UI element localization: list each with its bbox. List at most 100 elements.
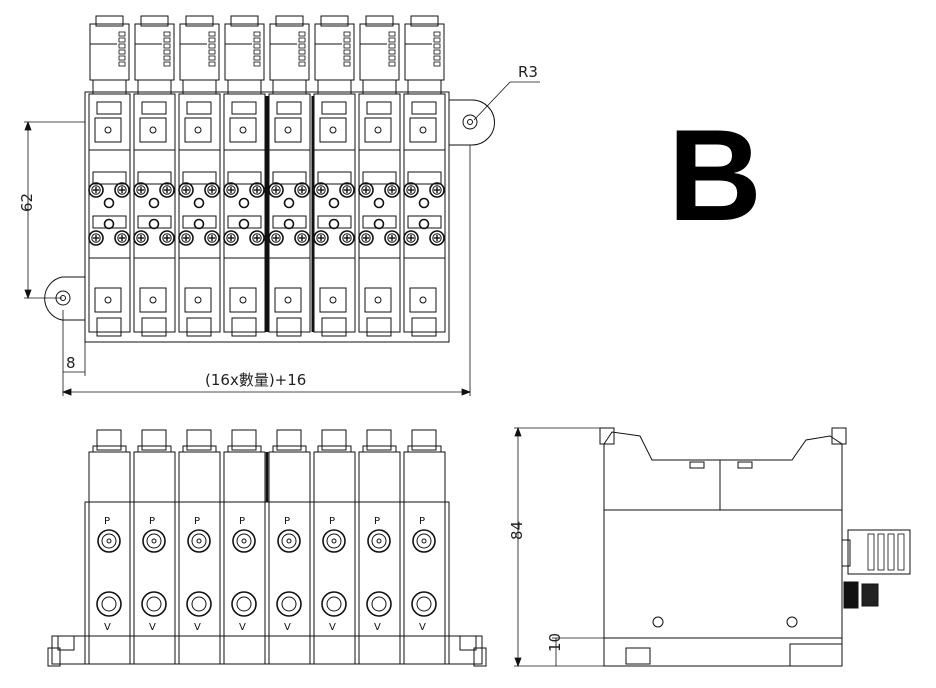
port-v-outer (141, 591, 167, 617)
connector-pin (388, 31, 396, 37)
bottom-port-hole (329, 296, 337, 304)
coil-connector (134, 23, 175, 81)
top-port-pad (319, 117, 347, 143)
screw-icon (133, 230, 149, 246)
fitting-dark (843, 581, 859, 609)
port-label-v: V (104, 622, 111, 633)
connector-pin (433, 49, 441, 55)
side-cap-left (599, 427, 615, 445)
valve-station (223, 15, 266, 337)
port-v-outer (321, 591, 347, 617)
connector-pin (298, 43, 306, 49)
screw-icon (384, 182, 400, 198)
port-p-inner (281, 533, 297, 549)
connector-pin (388, 61, 396, 67)
side-upper (603, 431, 843, 511)
offset-8-label: 8 (66, 354, 76, 372)
port-p-inner (326, 533, 342, 549)
connector-cap (230, 15, 259, 27)
pilot-bar (227, 215, 262, 229)
screw-icon (249, 182, 265, 198)
base-segment (313, 635, 356, 665)
pilot-hole (283, 218, 295, 230)
top-clip (231, 101, 257, 115)
pilot-bar (137, 215, 172, 229)
pilot-hole (148, 218, 160, 230)
port-v-outer (231, 591, 257, 617)
connector-pin (208, 31, 216, 37)
connector-pin (253, 49, 261, 55)
bottom-clip (141, 317, 167, 337)
bottom-port-hole (284, 296, 292, 304)
bottom-port-hole (419, 296, 427, 304)
bottom-port-hole (104, 296, 112, 304)
screw-icon (133, 182, 149, 198)
pilot-hole (193, 218, 205, 230)
connector-pin (343, 43, 351, 49)
screw-inner (117, 185, 127, 195)
port-label-p: P (149, 516, 155, 527)
front-connector-cap (411, 429, 437, 451)
top-port-pad (94, 117, 122, 143)
front-coil (313, 451, 356, 503)
port-v-outer (366, 591, 392, 617)
screw-inner (316, 233, 326, 243)
connector-pin (118, 61, 126, 67)
valve-station (133, 15, 176, 337)
view-letter-b: B (668, 102, 762, 248)
arrow (514, 426, 522, 437)
top-port-pad (229, 117, 257, 143)
top-clip (96, 101, 122, 115)
top-port-pad (139, 117, 167, 143)
bottom-port-hole (239, 296, 247, 304)
side-base-slot (625, 647, 651, 665)
connector-pin (253, 31, 261, 37)
pilot-hole (283, 197, 295, 209)
top-port-pad (364, 117, 392, 143)
top-port-hole (329, 126, 337, 134)
front-valve-station: PV (358, 429, 401, 665)
pilot-hole (373, 197, 385, 209)
port-p-center (421, 538, 427, 544)
front-connector-cap (141, 429, 167, 451)
front-connector-cap (276, 429, 302, 451)
pilot-bar (407, 215, 442, 229)
bottom-port-pad (319, 287, 347, 313)
connector-cap (275, 15, 304, 27)
connector-pin (388, 43, 396, 49)
connector-pin (298, 61, 306, 67)
bottom-port-pad (94, 287, 122, 313)
connector-pin (253, 61, 261, 67)
front-valve-station: PV (268, 429, 311, 665)
screw-inner (406, 185, 416, 195)
side-latch (689, 461, 705, 469)
screw-inner (297, 233, 307, 243)
mount-ear-right (449, 99, 495, 146)
port-v-outer (186, 591, 212, 617)
connector-cap (140, 15, 169, 27)
pilot-bar (272, 215, 307, 229)
port-v-inner (146, 596, 162, 612)
port-label-v: V (419, 622, 426, 633)
screw-inner (91, 185, 101, 195)
connector-pin (298, 31, 306, 37)
connector-pin (343, 55, 351, 61)
connector-cap (320, 15, 349, 27)
side-base-slot (789, 643, 843, 667)
screw-icon (114, 230, 130, 246)
screw-inner (117, 233, 127, 243)
connector-cap (365, 15, 394, 27)
top-port-hole (239, 126, 247, 134)
pilot-bar (317, 171, 352, 185)
top-clip (366, 101, 392, 115)
top-port-hole (284, 126, 292, 134)
port-p-outer (412, 529, 436, 553)
port-p-inner (101, 533, 117, 549)
port-p-inner (416, 533, 432, 549)
coil-connector (404, 23, 445, 81)
top-clip (321, 101, 347, 115)
fitting-dark (861, 583, 879, 607)
pilot-bar (137, 171, 172, 185)
radius-label: R3 (518, 63, 538, 81)
port-p-center (151, 538, 157, 544)
